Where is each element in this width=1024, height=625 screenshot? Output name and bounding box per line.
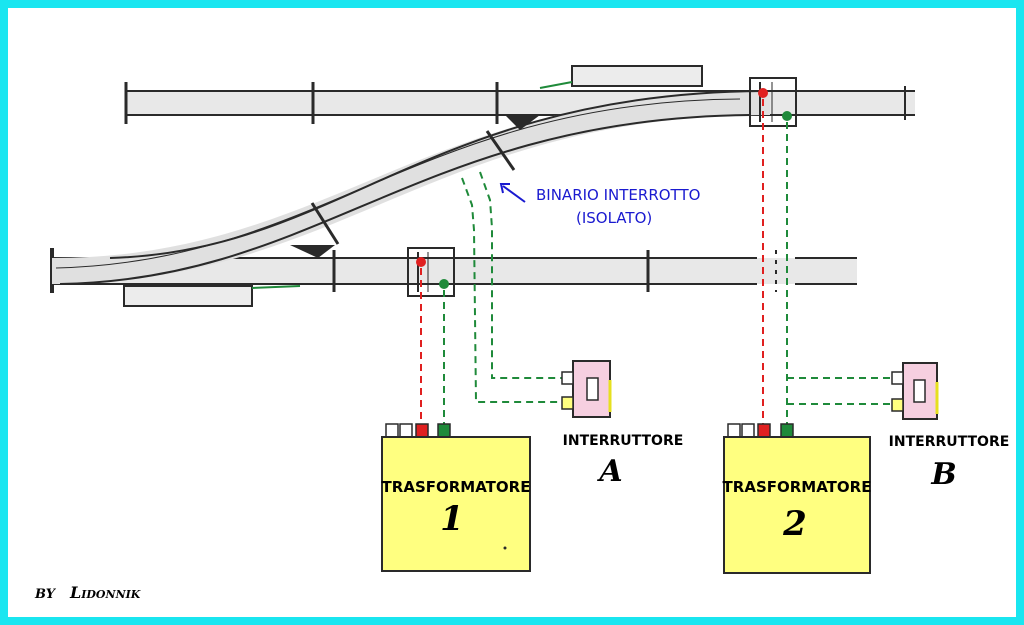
transformer-1-label: TRASFORMATORE <box>382 478 531 496</box>
crossover-track <box>52 90 771 285</box>
transformer-1-number: 1 <box>440 499 464 539</box>
switch-b-label: INTERRUTTORE <box>889 434 1010 450</box>
point-motor-upper <box>539 65 703 89</box>
transformer-1: TRASFORMATORE 1 <box>381 423 531 572</box>
switch-a-label: INTERRUTTORE <box>563 433 684 449</box>
switch-a: INTERRUTTORE A <box>561 360 684 489</box>
annotation-line-1: BINARIO INTERROTTO <box>536 186 700 204</box>
transformer-2-label: TRASFORMATORE <box>723 478 872 496</box>
transformer-2: TRASFORMATORE 2 <box>723 423 872 574</box>
transformer-1-wires <box>420 268 445 425</box>
transformer-2-number: 2 <box>782 504 807 544</box>
point-motor-lower <box>123 285 301 307</box>
feeder-box-upper <box>749 77 797 127</box>
switch-a-letter: A <box>596 454 622 489</box>
signature-name: Lidonnik <box>69 583 141 602</box>
feeder-box-lower <box>407 247 455 297</box>
switch-b-letter: B <box>930 457 956 492</box>
annotation-line-2: (ISOLATO) <box>576 209 652 227</box>
transformer-2-wires <box>762 99 892 425</box>
stray-dot <box>503 546 507 550</box>
annotation-arrow <box>499 183 526 203</box>
switch-b: INTERRUTTORE B <box>889 362 1010 492</box>
isolated-section-wires <box>461 171 562 403</box>
upper-track <box>124 82 915 124</box>
signature-by: by <box>34 587 57 602</box>
